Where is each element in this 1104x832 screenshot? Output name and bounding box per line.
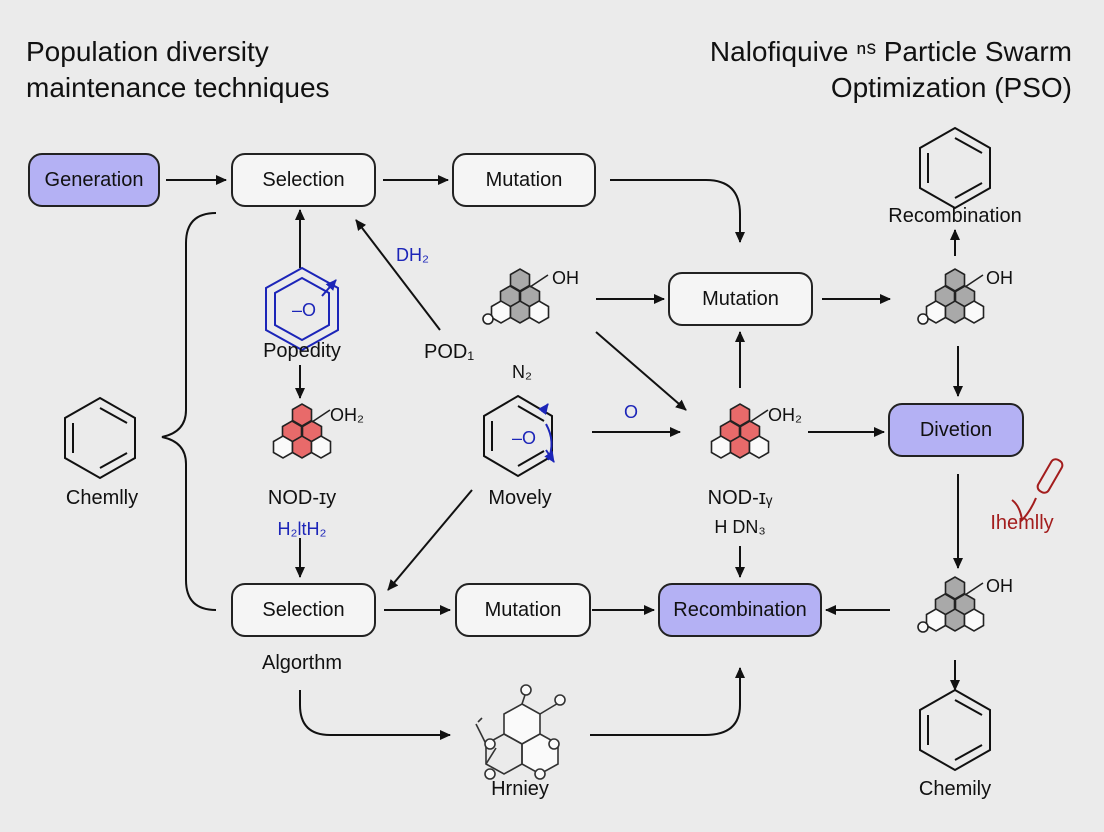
- connector-arrows: [161, 175, 963, 740]
- generation-node[interactable]: Generation: [28, 153, 160, 207]
- molecule-icon-top-right: [917, 268, 985, 325]
- o-label-blue: O: [624, 402, 639, 422]
- recombination-label-top: Recombination: [888, 205, 1022, 227]
- molecule-icon-right: [710, 403, 770, 459]
- molecule-icon-top-center: [482, 268, 550, 325]
- mutation-node-top[interactable]: Mutation: [452, 153, 596, 207]
- molecule-icon-top-right-ring: [963, 300, 985, 324]
- bracket-left: [161, 212, 217, 611]
- oh2-label-a: OH₂: [330, 405, 364, 425]
- right-title: Nalofiquive ⁿˢ Particle Swarm Optimizati…: [710, 34, 1072, 106]
- ring-o-icon-blue: [265, 266, 339, 352]
- molecule-icon-left-ring: [310, 435, 332, 459]
- recombination-node-center[interactable]: Recombination: [658, 583, 822, 637]
- h-dn-label: H DN₃: [714, 517, 766, 537]
- nod-label-left: NOD-ɪy: [267, 487, 337, 509]
- left-title: Population diversity maintenance techniq…: [26, 34, 330, 106]
- arrow-pod-to-selection: [355, 219, 441, 331]
- molecule-icon-top-center-ring: [490, 300, 512, 324]
- oh2-label-b: OH₂: [768, 405, 802, 425]
- oh-label-a: OH: [552, 268, 579, 288]
- selection-node-bottom[interactable]: Selection: [231, 583, 376, 637]
- left-title-line2: maintenance techniques: [26, 72, 330, 103]
- chemlly-label-left: Chemlly: [65, 487, 139, 509]
- molecule-icon-left-ring: [272, 435, 294, 459]
- molecule-icon-top-center-atom: [482, 313, 494, 325]
- arrow-mutation-to-mutation-mid: [610, 179, 745, 243]
- left-title-line1: Population diversity: [26, 36, 269, 67]
- molecule-icon-top-right-atom: [917, 313, 929, 325]
- molecule-icon-top-right-bond: [964, 274, 984, 288]
- mutation-node-mid[interactable]: Mutation: [668, 272, 813, 326]
- molecule-icon-bottom-right-ring: [925, 608, 947, 632]
- molecule-icon-left-bond: [311, 409, 331, 423]
- benzene-icon-bottom-right: [919, 688, 991, 772]
- benzene-icon-top-right: [919, 126, 991, 210]
- molecule-icon-right-bond: [749, 409, 769, 423]
- movely-label: Movely: [488, 487, 552, 509]
- pod1-label: POD₁: [424, 341, 475, 363]
- molecule-icon-left-ring: [291, 435, 313, 459]
- molecule-icon-right-ring: [748, 435, 770, 459]
- arrow-algorthm-to-hrniey: [299, 690, 451, 740]
- oh-label-b: OH: [986, 268, 1013, 288]
- oh-label-c: OH: [986, 576, 1013, 596]
- n2-label: N₂: [512, 362, 532, 382]
- selection-node-top[interactable]: Selection: [231, 153, 376, 207]
- molecule-icon-top-right-ring: [944, 300, 966, 324]
- nod-label-right: NOD-ɪᵧ: [707, 487, 773, 509]
- arrow-movely-to-selection: [387, 489, 473, 591]
- ring-o-label-a: –O: [292, 300, 317, 320]
- divetion-node[interactable]: Divetion: [888, 403, 1024, 457]
- ring-o-icon-movely: [483, 394, 555, 478]
- molecule-icon-bottom-right-atom: [917, 621, 929, 633]
- molecule-icon-bottom-right-ring: [944, 608, 966, 632]
- right-title-line2: Optimization (PSO): [830, 72, 1072, 103]
- ring-o-label-b: –O: [512, 428, 537, 448]
- molecule-icon-top-right-ring: [925, 300, 947, 324]
- benzene-icon-left: [64, 396, 136, 480]
- dh2-label: DH₂: [396, 245, 429, 265]
- molecule-icon-right-ring: [710, 435, 732, 459]
- molecule-icon-bottom-right-bond: [964, 582, 984, 596]
- network-molecule-icon: [475, 684, 566, 780]
- ihemlly-label: Ihemlly: [990, 512, 1054, 534]
- molecule-icon-bottom-right: [917, 576, 985, 633]
- pipette-icon: [1011, 458, 1064, 523]
- molecule-icon-bottom-right-ring: [963, 608, 985, 632]
- right-title-line1: Nalofiquive ⁿˢ Particle Swarm: [709, 36, 1072, 67]
- molecule-icon-top-center-ring: [528, 300, 550, 324]
- molecule-icon-top-center-ring: [509, 300, 531, 324]
- hzlth2-label: H₂ltH₂: [277, 519, 327, 539]
- mutation-node-bottom[interactable]: Mutation: [455, 583, 591, 637]
- arrow-n2-to-nod: [595, 331, 687, 411]
- algorthm-label: Algorthm: [261, 652, 343, 674]
- popedity-label: Popedity: [263, 340, 341, 362]
- molecule-icon-right-ring: [729, 435, 751, 459]
- molecule-icon-top-center-bond: [529, 274, 549, 288]
- molecule-icon-left: [272, 403, 332, 459]
- molecule-icons: [272, 268, 985, 633]
- chemily-label-bottom: Chemily: [918, 778, 992, 800]
- arrow-hrniey-to-recombination: [590, 667, 745, 736]
- hrniey-label: Hrniey: [491, 778, 549, 800]
